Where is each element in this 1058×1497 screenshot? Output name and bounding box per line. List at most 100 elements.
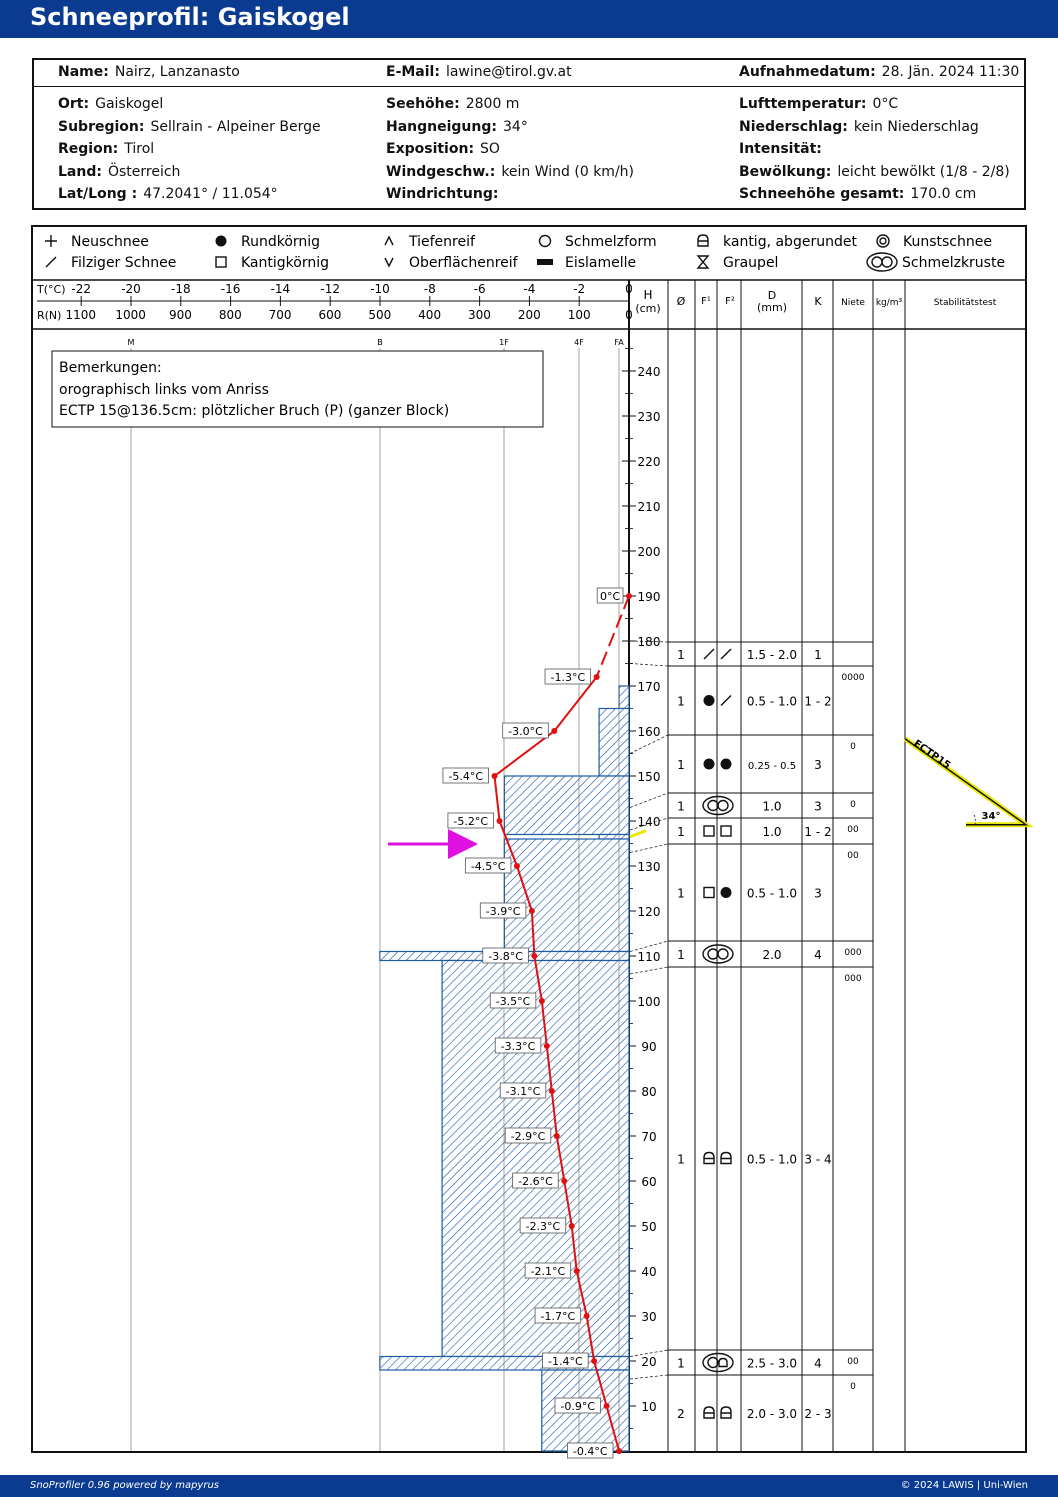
h-tick-label: 230 [638, 410, 661, 424]
slash-icon [720, 695, 732, 706]
name-label: Name: [58, 64, 109, 80]
site-field-label: Land: [58, 163, 102, 180]
t-tick-label: -22 [71, 282, 91, 296]
t-tick-label: -6 [474, 282, 486, 296]
temperature-label-box [544, 668, 592, 685]
r-tick-label: 0 [625, 308, 633, 322]
name-value: Nairz, Lanzanasto [114, 64, 240, 80]
layer-theta: 2 [677, 1407, 685, 1421]
filled-circle-icon [720, 758, 732, 770]
header-density: kg/m³ [876, 298, 903, 308]
site-field-label: Niederschlag: [739, 118, 848, 135]
temperature-label: -1.4°C [548, 1355, 583, 1368]
filled-circle-icon [215, 235, 227, 247]
site-field-label: Hangneigung: [386, 118, 497, 135]
header-niete: Niete [841, 298, 865, 308]
t-tick-label: -14 [271, 282, 291, 296]
temperature-label: -2.6°C [518, 1175, 553, 1188]
site-field-col2-0: Seehöhe: 2800 m [386, 96, 519, 112]
hardness-bar [598, 707, 630, 777]
hardness-bar [441, 959, 630, 1358]
plus-icon [45, 235, 57, 247]
h-tick-label: 110 [638, 950, 661, 964]
temperature-label: -5.2°C [453, 815, 488, 828]
temperature-label: -1.3°C [551, 671, 586, 684]
site-field-value: 2800 m [465, 96, 520, 112]
temperature-label: -3.8°C [488, 950, 523, 963]
r-tick-label: 500 [368, 308, 391, 322]
site-field-label: Intensität: [739, 141, 822, 157]
slash-icon [45, 256, 57, 268]
h-tick-label: 220 [638, 455, 661, 469]
hardness-bar [503, 775, 630, 836]
layer-connector [629, 792, 669, 808]
stability-marker [629, 829, 647, 839]
layer-niete: 0 [850, 1382, 856, 1392]
layer-connector [629, 940, 669, 952]
t-axis-label: T(°C) [36, 283, 65, 296]
temperature-label-box [499, 1082, 547, 1099]
layer-theta: 1 [677, 800, 685, 814]
filled-circle-icon [703, 695, 715, 706]
temperature-label-box [524, 1262, 572, 1279]
temperature-label-box [542, 1352, 589, 1369]
page-title: Schneeprofil: Gaiskogel [30, 3, 350, 31]
temperature-point [626, 593, 632, 599]
r-tick-label: 600 [319, 308, 342, 322]
site-field-col3-3: Bewölkung: leicht bewölkt (1/8 - 2/8) [739, 164, 1010, 180]
date-label: Aufnahmedatum: [739, 64, 876, 80]
layer-connector [629, 663, 669, 667]
t-tick-label: -4 [523, 282, 535, 296]
site-field-value: 0°C [872, 96, 899, 112]
temperature-label-box [504, 1127, 552, 1144]
rounded-square-icon [697, 234, 709, 247]
footer: SnoProfiler 0.96 powered by mapyrus © 20… [0, 1475, 1058, 1497]
site-field-value: leicht bewölkt (1/8 - 2/8) [837, 163, 1010, 180]
double-circle-icon [876, 234, 890, 248]
t-tick-label: -8 [424, 282, 436, 296]
rounded-square-icon [720, 1151, 732, 1165]
layer-connector [629, 1349, 669, 1357]
t-tick-label: -2 [573, 282, 585, 296]
temperature-label-box [494, 1037, 542, 1054]
stability-wedge [904, 738, 1029, 826]
t-tick-label: -20 [121, 282, 141, 296]
h-tick-label: 170 [638, 680, 661, 694]
layer-wetness: 1 - 2 [804, 695, 831, 709]
site-field-col2-3: Windgeschw.:kein Wind (0 km/h) [386, 164, 634, 180]
layer-grain-size: 2.0 - 3.0 [747, 1407, 797, 1421]
temperature-label: -2.3°C [526, 1220, 561, 1233]
layer-connector [629, 1374, 669, 1380]
layer-grain-size: 1.5 - 2.0 [747, 648, 797, 662]
legend-label: Schmelzkruste [902, 255, 1005, 271]
temperature-point [543, 1043, 550, 1049]
layer-grain-size: 2.0 [762, 948, 781, 962]
temperature-label: -3.3°C [501, 1040, 536, 1053]
r-tick-label: 900 [169, 308, 192, 322]
site-field-label: Bewölkung: [739, 163, 832, 180]
temperature-label: -3.0°C [508, 725, 543, 738]
hardness-bar [503, 838, 630, 953]
legend-item-hourglass: Graupel [696, 255, 778, 271]
site-field-col1-2: Region:Tirol [58, 141, 154, 157]
layer-wetness: 3 [814, 758, 822, 772]
temperature-point [496, 818, 503, 824]
temperature-label: -3.1°C [506, 1085, 541, 1098]
layer-theta: 1 [677, 825, 685, 839]
h-tick-label: 150 [638, 770, 661, 784]
temperature-label-box [534, 1307, 582, 1324]
site-field-label: Seehöhe: [386, 96, 460, 112]
layer-grain-size: 0.5 - 1.0 [747, 695, 797, 709]
site-field-col3-4: Schneehöhe gesamt:170.0 cm [739, 186, 976, 202]
email-value[interactable]: lawine@tirol.gv.at [445, 64, 572, 80]
temperature-profile: 0°C-1.3°C-3.0°C-5.4°C-5.2°C-4.5°C-3.9°C-… [442, 587, 632, 1459]
linked-circles-icon [702, 795, 734, 816]
layer-theta: 1 [677, 1357, 685, 1371]
layer-theta: 1 [677, 695, 685, 709]
layer-connector [629, 734, 669, 754]
h-tick-label: 180 [638, 635, 661, 649]
slash-icon [703, 648, 715, 660]
slope-angle-label: 34° [982, 811, 1001, 822]
